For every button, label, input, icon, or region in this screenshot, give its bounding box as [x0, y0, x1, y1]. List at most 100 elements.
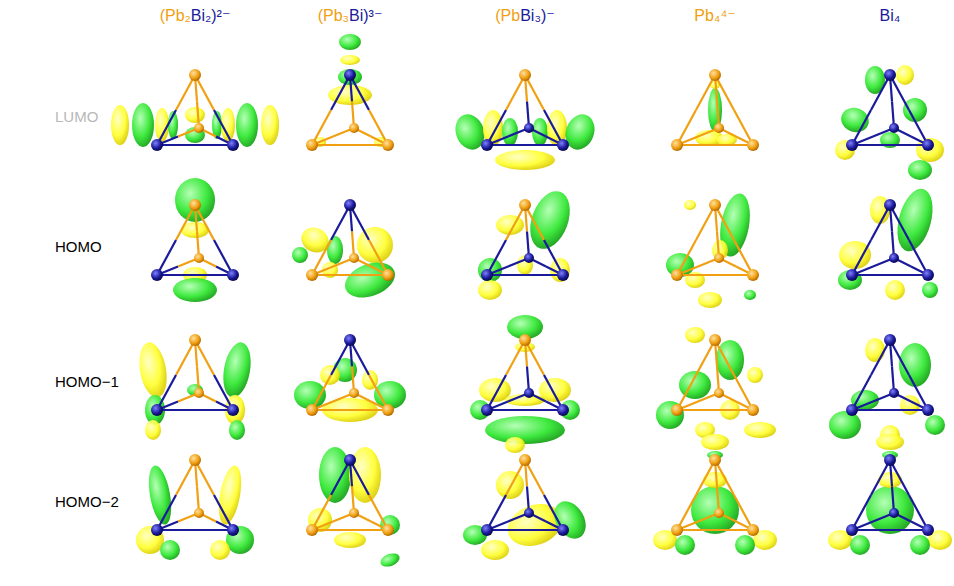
atom-sphere	[194, 123, 204, 133]
formula-header: Bi₄	[880, 6, 901, 25]
orbital-cell	[653, 434, 777, 555]
atom-sphere	[481, 404, 493, 416]
atom-sphere	[227, 404, 239, 416]
orbital-cell	[306, 34, 394, 151]
orbital-lobe	[478, 280, 502, 300]
orbital-cell	[478, 186, 577, 300]
atom-sphere	[846, 139, 858, 151]
orbital-lobe	[747, 367, 763, 383]
orbital-cell	[151, 178, 239, 302]
atom-sphere	[671, 524, 683, 536]
orbital-lobe	[145, 464, 175, 527]
atom-sphere	[481, 139, 493, 151]
formula-header: (PbBi₃)⁻	[495, 6, 554, 25]
orbital-lobe	[327, 236, 343, 264]
atom-sphere	[349, 123, 359, 133]
atom-sphere	[557, 139, 569, 151]
formula-part: Bi₃)⁻	[520, 7, 555, 24]
orbital-cell	[463, 437, 592, 560]
atom-sphere	[227, 524, 239, 536]
atom-sphere	[747, 269, 759, 281]
orbital-cell	[666, 191, 759, 308]
atom-sphere	[344, 69, 356, 81]
orbital-lobe	[132, 103, 154, 147]
orbital-lobe	[896, 65, 914, 85]
atom-sphere	[884, 69, 896, 81]
atom-sphere	[889, 508, 899, 518]
atom-sphere	[889, 123, 899, 133]
orbital-lobe	[495, 150, 555, 170]
orbital-lobe	[548, 496, 592, 545]
orbital-cell	[829, 334, 945, 445]
orbital-lobe	[334, 532, 366, 548]
atom-sphere	[382, 404, 394, 416]
atom-sphere	[524, 508, 534, 518]
orbital-lobe	[908, 160, 932, 180]
formula-part: Bi)³⁻	[349, 7, 382, 24]
atom-sphere	[382, 524, 394, 536]
atom-sphere	[227, 269, 239, 281]
formula-part: Bi₂)²⁻	[191, 7, 231, 24]
atom-sphere	[524, 388, 534, 398]
atom-sphere	[306, 139, 318, 151]
atom-sphere	[344, 334, 356, 346]
atom-sphere	[349, 388, 359, 398]
atom-sphere	[747, 404, 759, 416]
orbital-lobe	[145, 420, 161, 440]
orbital-lobe	[505, 437, 525, 453]
orbital-cell	[294, 334, 406, 422]
atom-sphere	[747, 524, 759, 536]
orbital-lobe	[111, 105, 129, 145]
orbital-cell	[838, 185, 939, 300]
atom-sphere	[884, 334, 896, 346]
orbital-lobe	[701, 434, 729, 450]
atom-sphere	[189, 199, 201, 211]
orbital-lobe	[357, 227, 393, 263]
orbital-label: HOMO−2	[55, 493, 119, 511]
orbital-lobe	[215, 464, 245, 527]
orbital-cell	[136, 454, 254, 560]
atom-sphere	[481, 269, 493, 281]
orbital-lobe	[698, 292, 722, 308]
orbital-lobe	[675, 535, 695, 555]
atom-sphere	[349, 253, 359, 263]
orbital-lobe	[236, 103, 258, 147]
orbital-lobe	[865, 338, 885, 362]
atom-sphere	[557, 524, 569, 536]
atom-sphere	[519, 454, 531, 466]
atom-sphere	[922, 404, 934, 416]
orbital-lobe	[838, 104, 873, 136]
atom-sphere	[671, 269, 683, 281]
orbital-lobe	[185, 107, 205, 123]
orbital-lobe	[210, 540, 230, 560]
orbital-lobe	[922, 282, 938, 298]
orbital-lobe	[173, 278, 217, 302]
atom-sphere	[889, 253, 899, 263]
orbital-label: HOMO	[55, 238, 102, 256]
atom-sphere	[519, 199, 531, 211]
atom-sphere	[709, 334, 721, 346]
atom-sphere	[884, 454, 896, 466]
orbital-lobe	[829, 411, 861, 439]
orbital-lobe	[339, 34, 361, 50]
atom-sphere	[151, 269, 163, 281]
atom-sphere	[709, 199, 721, 211]
orbital-lobe	[744, 290, 756, 300]
atom-sphere	[382, 269, 394, 281]
atom-sphere	[189, 69, 201, 81]
orbital-lobe	[885, 280, 905, 300]
formula-part: Bi₄	[880, 7, 901, 24]
atom-sphere	[557, 269, 569, 281]
orbital-cell	[470, 315, 580, 444]
atom-sphere	[747, 139, 759, 151]
formula-header: Pb₄⁴⁻	[694, 6, 735, 25]
orbital-lobe	[379, 551, 402, 569]
orbital-lobe	[340, 55, 360, 65]
atom-sphere	[382, 139, 394, 151]
formula-part: (Pb	[495, 7, 520, 24]
atom-sphere	[709, 454, 721, 466]
atom-sphere	[306, 404, 318, 416]
atom-sphere	[194, 508, 204, 518]
atom-sphere	[884, 199, 896, 211]
